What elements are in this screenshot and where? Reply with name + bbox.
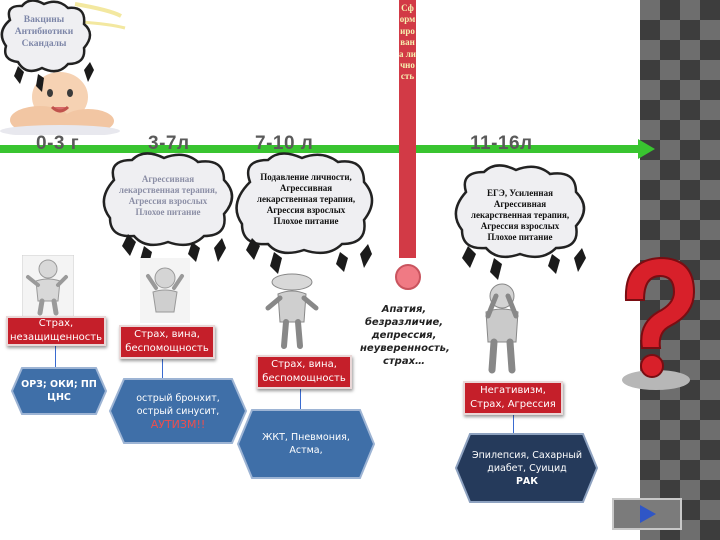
play-icon [640,505,656,523]
question-mark-icon [622,256,696,390]
age-label-0-3: 0-3 г [36,133,80,154]
disease-text-0: ОРЗ; ОКИ; ПП ЦНС [21,379,97,403]
emotion-text-0: Страх, незащищенность [9,318,103,343]
disease-hex-3: Эпилепсия, Сахарный диабет, Суицид РАК [468,436,586,500]
pink-circle-marker [395,264,421,290]
emotion-text-1: Страх, вина, беспомощность [125,329,209,354]
age-label-11-16: 11-16л [470,133,533,154]
disease-hex-1-shape [108,378,248,444]
disease-hex-1: острый бронхит, острый синусит, АУТИЗМ!! [118,380,238,442]
emotion-box-3: Негативизм, Страх, Агрессия [463,381,563,415]
emotion-text-3: Негативизм, Страх, Агрессия [470,385,556,410]
emotion-box-0: Страх, незащищенность [6,316,106,346]
baby-image [0,72,120,135]
cloud-0-text: Вакцины Антибиотики Скандалы [14,15,74,49]
disease-hex-2-shape [236,409,376,479]
emotion-box-1: Страх, вина, беспомощность [119,325,215,359]
disease-text-3: Эпилепсия, Сахарный диабет, Суицид [471,449,583,474]
personality-formed-banner: Сформирована личность [399,0,416,258]
disease-hex-3-shape [454,433,599,503]
cloud-2-text: Подавление личности, Агрессивная лекарст… [256,172,356,226]
timeline-arrow [0,139,655,159]
thought-cloud-2 [235,152,374,274]
cloud-1-text: Агрессивная лекарственная терапия, Агрес… [118,174,218,217]
age-label-3-7: 3-7л [148,133,190,154]
emotion-box-2: Страх, вина, беспомощность [256,355,352,389]
connector-line [300,388,301,410]
disease-hex-0-shape [10,367,108,415]
disease-hex-0: ОРЗ; ОКИ; ПП ЦНС [14,368,104,414]
disease-hex-2: ЖКТ, Пневмония, Астма, [254,414,358,474]
disease-text-2: ЖКТ, Пневмония, Астма, [262,432,350,456]
cloud-3-text: ЕГЭ, Усиленная Агрессивная лекарственная… [470,188,570,242]
connector-line [162,358,163,378]
figure-1 [22,255,74,317]
disease-text-1: острый бронхит, острый синусит, [136,392,220,417]
thought-cloud-3 [454,164,586,280]
apathy-text: Апатия, безразличие, депрессия, неуверен… [360,304,450,367]
emotion-text-2: Страх, вина, беспомощность [262,359,346,384]
figure-4 [485,283,519,374]
connector-line [55,345,56,367]
cancer-text: РАК [515,475,539,487]
age-label-7-10: 7-10 л [255,133,314,154]
thought-cloud-1 [102,152,234,268]
autism-text: АУТИЗМ!! [150,417,206,431]
figure-2 [140,258,190,323]
next-slide-button[interactable] [612,498,682,530]
connector-line [513,415,514,435]
thought-cloud-0 [0,0,94,92]
figure-3 [265,273,319,349]
